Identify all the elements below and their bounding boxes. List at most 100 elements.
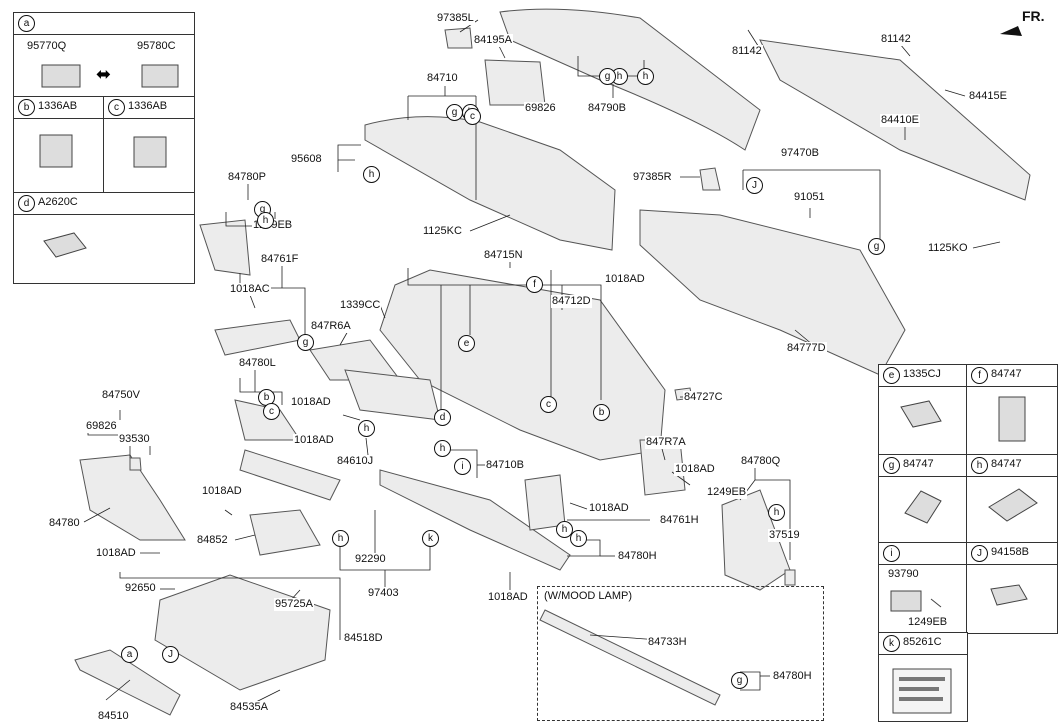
callout-letter: h — [768, 504, 785, 521]
callout-letter: h — [971, 457, 988, 474]
front-direction-label: FR. — [1022, 8, 1045, 24]
part-number-label: 1018AD — [588, 502, 630, 515]
part-number-label: 84710B — [485, 459, 525, 472]
clip-icon — [133, 136, 167, 168]
part-number-label: 84780Q — [740, 455, 782, 468]
part-number-label: 1018AD — [604, 273, 646, 286]
part-number-label: 84518D — [343, 632, 384, 645]
callout-letter: b — [593, 404, 610, 421]
callout-letter: h — [637, 68, 654, 85]
part-number-label: 84410E — [880, 114, 920, 127]
part-number-label: 1125KO — [927, 242, 969, 255]
callout-letter: i — [883, 545, 900, 562]
callout-letter: h — [570, 530, 587, 547]
callout-letter: c — [263, 403, 280, 420]
part-number-label: 84415E — [968, 90, 1008, 103]
nut-clip-icon — [43, 232, 87, 258]
clip-icon — [39, 134, 73, 168]
callout-letter: h — [358, 420, 375, 437]
part-number-label: 84715N — [483, 249, 524, 262]
part-number-label: 847R7A — [645, 436, 687, 449]
part-number: 95780C — [136, 40, 177, 53]
callout-letter: e — [883, 367, 900, 384]
mood-lamp-title: (W/MOOD LAMP) — [543, 590, 633, 603]
label-icon — [892, 668, 952, 714]
part-number-label: 84510 — [97, 710, 130, 723]
part-number-label: 37519 — [768, 529, 801, 542]
clip-icon — [998, 396, 1026, 442]
part-number-label: 69826 — [85, 420, 118, 433]
callout-letter: c — [540, 396, 557, 413]
callout-letter: a — [18, 15, 35, 32]
part-number-label: 95725A — [274, 598, 314, 611]
part-number-label: 97470B — [780, 147, 820, 160]
callout-letter: i — [454, 458, 471, 475]
mood-lamp-option-box: (W/MOOD LAMP) — [537, 586, 824, 721]
part-number-label: 1339CC — [339, 299, 382, 312]
part-number: 85261C — [903, 636, 942, 648]
svg-text:⬌: ⬌ — [96, 64, 111, 85]
part-number: 1249EB — [907, 616, 949, 629]
callout-letter: g — [599, 68, 616, 85]
part-number-label: 1018AD — [290, 396, 332, 409]
callout-letter: h — [556, 521, 573, 538]
part-number-label: 1018AD — [95, 547, 137, 560]
callout-letter: f — [526, 276, 543, 293]
callout-letter: J — [162, 646, 179, 663]
clip-icon — [900, 400, 942, 428]
part-number-label: 84780H — [772, 670, 813, 683]
part-number-label: 84712D — [551, 295, 592, 308]
part-number-label: 84780L — [238, 357, 277, 370]
callout-letter: e — [458, 335, 475, 352]
part-number: 1336AB — [38, 100, 78, 112]
part-number: 1335CJ — [903, 368, 941, 380]
part-number-label: 84535A — [229, 701, 269, 714]
callout-letter: c — [464, 108, 481, 125]
part-number-label: 84780H — [617, 550, 658, 563]
part-number-label: 1018AD — [293, 434, 335, 447]
callout-letter: k — [422, 530, 439, 547]
part-number-label: 84610J — [336, 455, 375, 468]
legend-cell-i: i 93790 1249EB — [878, 542, 968, 634]
callout-letter: b — [258, 389, 275, 406]
part-number: 93790 — [887, 568, 920, 581]
part-number-label: 84780P — [227, 171, 267, 184]
part-number-label: 92650 — [124, 582, 157, 595]
lamp-icon — [890, 590, 942, 612]
part-number-label: 84761F — [260, 253, 300, 266]
part-number-label: 84195A — [473, 34, 513, 47]
part-number-label: 1018AD — [674, 463, 716, 476]
callout-letter: a — [121, 646, 138, 663]
callout-letter: h — [332, 530, 349, 547]
clip-icon — [990, 584, 1028, 606]
callout-letter: g — [731, 672, 748, 689]
callout-letter: c — [108, 99, 125, 116]
callout-letter: J — [971, 545, 988, 562]
part-number-label: 91051 — [793, 191, 826, 204]
legend-cell-a: a 95770Q 95780C ⬌ — [13, 12, 195, 98]
part-number-label: 847R6A — [310, 320, 352, 333]
part-number-label: 1018AC — [229, 283, 271, 296]
switch-icon: ⬌ — [41, 64, 179, 88]
part-number: 94158B — [991, 546, 1029, 558]
callout-letter: k — [883, 635, 900, 652]
clip-icon — [988, 488, 1038, 522]
callout-letter: h — [363, 166, 380, 183]
part-number: 1336AB — [128, 100, 168, 112]
part-number-label: 1018AD — [201, 485, 243, 498]
part-number-label: 84750V — [101, 389, 141, 402]
callout-letter: g — [868, 238, 885, 255]
part-number: 84747 — [991, 368, 1022, 380]
callout-letter: J — [746, 177, 763, 194]
part-number: 84747 — [991, 458, 1022, 470]
callout-letter: h — [257, 212, 274, 229]
part-number-label: 97385L — [436, 12, 475, 25]
